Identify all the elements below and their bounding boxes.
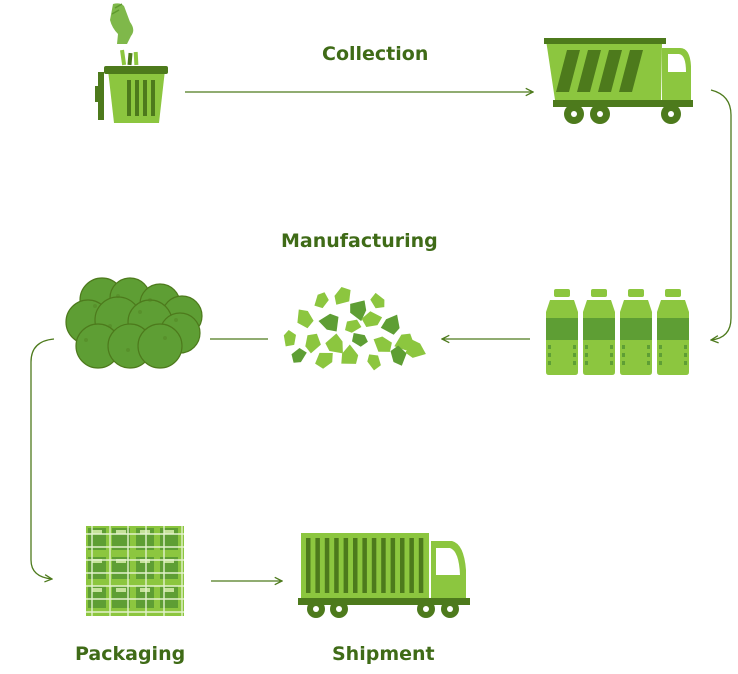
- flake: [325, 333, 343, 354]
- flake: [350, 300, 367, 322]
- packaged-crate-icon: [86, 526, 184, 616]
- arrow-pellets-to-packaging: [30, 338, 55, 579]
- flow-arrows: [30, 89, 732, 581]
- plastic-flakes-icon: [283, 287, 426, 371]
- bottle: [620, 289, 652, 375]
- flake: [370, 292, 385, 309]
- flake: [367, 354, 381, 371]
- trash-bin-icon: [95, 3, 168, 123]
- bottle: [546, 289, 578, 375]
- flake: [315, 352, 333, 369]
- arrow-truck-to-bottles: [711, 89, 732, 340]
- garbage-truck-icon: [544, 38, 693, 124]
- flake: [341, 344, 359, 364]
- flake: [318, 313, 339, 332]
- flake: [390, 345, 407, 366]
- flake: [373, 336, 392, 352]
- flake: [297, 309, 314, 329]
- collection-label: Collection: [322, 43, 429, 65]
- flake: [345, 319, 362, 333]
- bottle: [583, 289, 615, 375]
- bottles-icon: [546, 289, 689, 375]
- flake: [334, 287, 351, 305]
- flake: [283, 330, 296, 347]
- pellet-clusters-icon: [65, 277, 203, 369]
- packaging-label: Packaging: [75, 643, 186, 665]
- flake: [291, 348, 307, 363]
- bottle: [657, 289, 689, 375]
- flake: [380, 314, 400, 335]
- flake: [405, 339, 426, 358]
- flake: [352, 333, 368, 347]
- shipment-label: Shipment: [332, 643, 435, 665]
- manufacturing-label: Manufacturing: [281, 230, 438, 252]
- flake: [305, 333, 321, 354]
- shipping-truck-icon: [298, 533, 470, 618]
- flake: [314, 292, 329, 309]
- flake: [361, 311, 383, 327]
